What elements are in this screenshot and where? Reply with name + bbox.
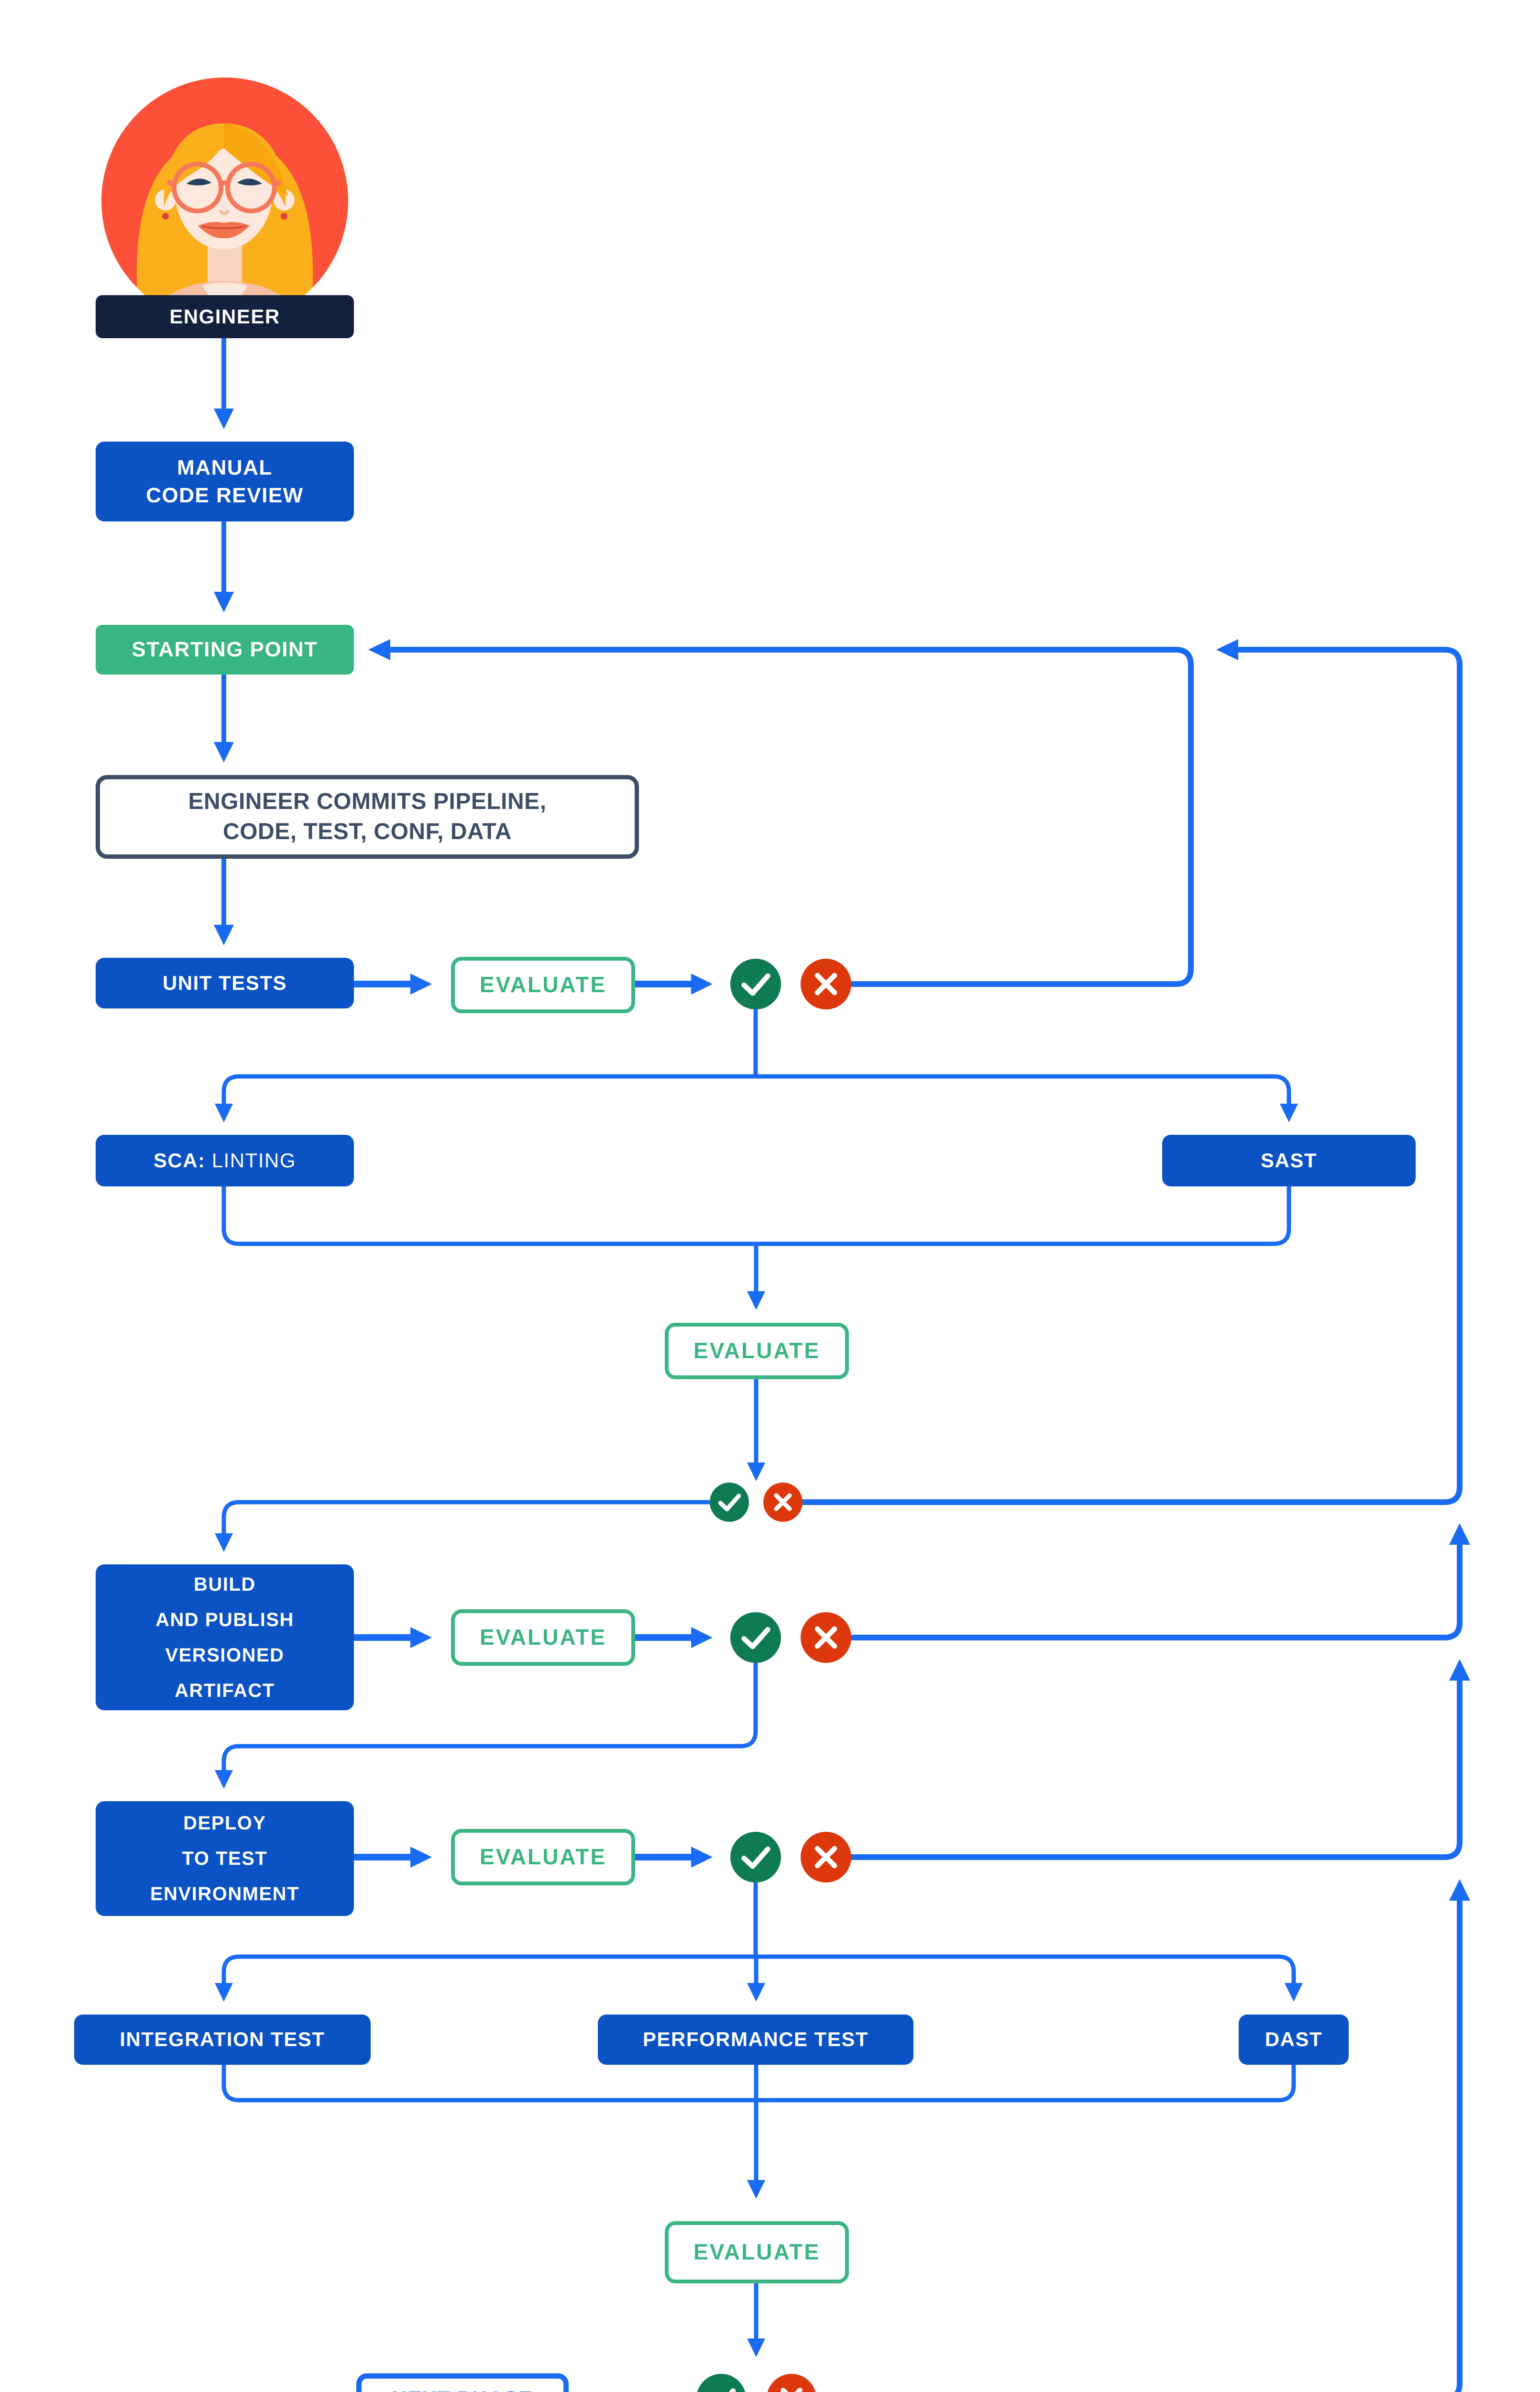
starting-point-label: STARTING POINT xyxy=(132,638,318,662)
avatar-lips xyxy=(198,222,250,239)
node-evaluate-5: EVALUATE xyxy=(665,2221,849,2283)
node-performance-test: PERFORMANCE TEST xyxy=(598,2015,913,2065)
next-phase-label: NEXT PHASE xyxy=(392,2385,533,2392)
node-sast: SAST xyxy=(1162,1135,1416,1186)
node-evaluate-2: EVALUATE xyxy=(665,1323,849,1379)
build-line-3: VERSIONED xyxy=(165,1644,285,1666)
check-icon xyxy=(730,1832,781,1883)
check-icon xyxy=(696,2374,746,2392)
node-evaluate-4: EVALUATE xyxy=(451,1829,635,1885)
deploy-line-3: ENVIRONMENT xyxy=(150,1883,300,1905)
evaluate-5-label: EVALUATE xyxy=(693,2239,821,2265)
sca-prefix-label: SCA: xyxy=(153,1149,206,1172)
manual-line-1: MANUAL xyxy=(177,456,273,480)
arrowheads xyxy=(214,409,1470,2357)
commits-line-2: CODE, TEST, CONF, DATA xyxy=(223,819,512,844)
avatar-glasses xyxy=(166,162,282,213)
evaluate-4-label: EVALUATE xyxy=(479,1844,607,1870)
deploy-line-1: DEPLOY xyxy=(183,1813,266,1834)
manual-line-2: CODE REVIEW xyxy=(146,483,304,507)
x-icon xyxy=(763,1483,803,1522)
node-unit-tests: UNIT TESTS xyxy=(96,958,354,1008)
commits-line-1: ENGINEER COMMITS PIPELINE, xyxy=(188,789,547,815)
engineer-avatar xyxy=(101,78,348,324)
node-next-phase: NEXT PHASE xyxy=(356,2373,569,2392)
node-evaluate-1: EVALUATE xyxy=(451,957,635,1013)
sast-label: SAST xyxy=(1260,1149,1317,1172)
node-deploy-test-env: DEPLOY TO TEST ENVIRONMENT xyxy=(96,1801,354,1916)
avatar-eye-left xyxy=(187,178,211,186)
x-icon xyxy=(801,1832,851,1883)
check-icon xyxy=(710,1483,749,1522)
build-line-2: AND PUBLISH xyxy=(155,1609,294,1630)
avatar-earring-right xyxy=(281,213,287,220)
node-build-publish: BUILD AND PUBLISH VERSIONED ARTIFACT xyxy=(96,1564,354,1710)
node-dast: DAST xyxy=(1239,2015,1349,2065)
check-icon xyxy=(730,1612,781,1663)
build-line-1: BUILD xyxy=(194,1573,256,1595)
integration-test-label: INTEGRATION TEST xyxy=(120,2028,325,2051)
sca-rest-label: LINTING xyxy=(205,1149,297,1172)
node-manual-code-review: MANUAL CODE REVIEW xyxy=(96,442,354,521)
node-starting-point: STARTING POINT xyxy=(96,625,354,675)
node-sca-linting: SCA: LINTING xyxy=(96,1135,354,1186)
check-icon xyxy=(730,959,781,1009)
dast-label: DAST xyxy=(1265,2028,1323,2051)
avatar-earring-left xyxy=(162,213,169,220)
x-icon xyxy=(801,1612,851,1663)
node-evaluate-3: EVALUATE xyxy=(451,1609,635,1666)
avatar-eye-right xyxy=(237,178,262,186)
x-icon xyxy=(767,2374,816,2392)
node-integration-test: INTEGRATION TEST xyxy=(74,2015,371,2065)
evaluate-3-label: EVALUATE xyxy=(479,1625,607,1650)
x-icon xyxy=(801,959,851,1009)
evaluate-2-label: EVALUATE xyxy=(693,1338,821,1363)
node-engineer-commits: ENGINEER COMMITS PIPELINE, CODE, TEST, C… xyxy=(96,775,639,859)
performance-test-label: PERFORMANCE TEST xyxy=(642,2028,869,2051)
node-engineer: ENGINEER xyxy=(96,295,354,338)
unit-tests-label: UNIT TESTS xyxy=(162,971,287,994)
deploy-line-2: TO TEST xyxy=(182,1848,268,1869)
evaluate-1-label: EVALUATE xyxy=(479,972,607,997)
build-line-4: ARTIFACT xyxy=(175,1680,275,1701)
node-engineer-label: ENGINEER xyxy=(169,305,280,328)
